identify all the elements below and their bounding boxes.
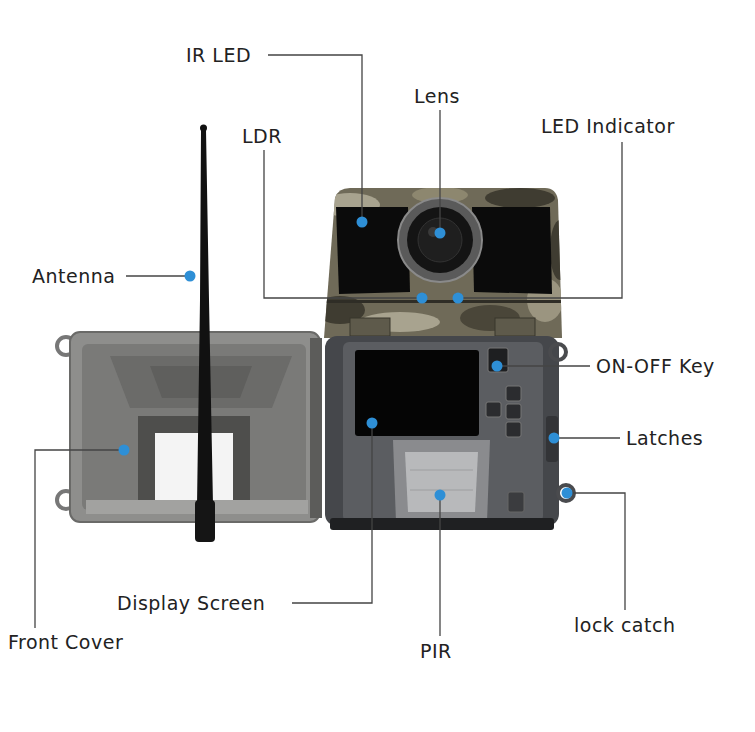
- part-label: LDR: [242, 125, 282, 148]
- leader-line: [35, 450, 124, 628]
- callout-dot: [357, 217, 368, 228]
- leader-line: [439, 495, 440, 636]
- cover-hinge: [310, 338, 322, 518]
- pir-window: [405, 452, 478, 512]
- callout-dot: [119, 445, 130, 456]
- cable-port: [508, 492, 524, 512]
- antenna-rod: [197, 130, 213, 505]
- front-cover: [57, 332, 322, 522]
- led-indicator: [453, 293, 463, 303]
- callout-dots: [119, 217, 573, 501]
- ldr-sensor: [417, 293, 427, 303]
- display-screen: [355, 350, 479, 436]
- window-glass: [155, 433, 233, 500]
- leader-line: [439, 110, 440, 233]
- camera-body: [325, 336, 574, 530]
- callout-dot: [492, 361, 503, 372]
- leader-lines: [35, 55, 625, 636]
- camo-housing: [315, 185, 570, 345]
- part-label: Antenna: [32, 265, 115, 288]
- leader-line: [458, 142, 622, 298]
- leader-line: [497, 365, 590, 366]
- antenna-collar: [195, 500, 215, 542]
- camo-blob: [550, 220, 570, 280]
- leader-line: [567, 493, 625, 610]
- leader-line: [292, 423, 372, 603]
- ir-led-panel: [472, 207, 552, 294]
- part-label: IR LED: [186, 44, 251, 67]
- hinge-seam: [324, 300, 564, 303]
- callout-dot: [549, 433, 560, 444]
- body-face: [343, 342, 543, 522]
- window-frame: [138, 416, 250, 500]
- body-base: [330, 518, 554, 530]
- camo-blob: [485, 188, 555, 208]
- callout-dot: [435, 490, 446, 501]
- callout-dot: [185, 271, 196, 282]
- lock-catch: [558, 485, 574, 501]
- cover-shell: [70, 332, 320, 522]
- button: [486, 402, 501, 417]
- leader-line: [554, 437, 620, 438]
- button: [506, 386, 521, 401]
- cover-inner: [82, 344, 306, 510]
- mount-ear: [550, 344, 566, 360]
- leader-line: [264, 150, 422, 298]
- part-label: ON-OFF Key: [596, 355, 715, 378]
- part-label: Latches: [626, 427, 703, 450]
- body-shell: [325, 336, 559, 526]
- on-off-key: [488, 348, 508, 372]
- part-label: Lens: [414, 85, 460, 108]
- part-label: lock catch: [574, 614, 675, 637]
- callout-dot: [435, 228, 446, 239]
- part-label: Display Screen: [117, 592, 265, 615]
- callout-dot: [453, 293, 464, 304]
- hinge-knuckle: [495, 318, 535, 336]
- callout-dot: [417, 293, 428, 304]
- pir-ridge: [410, 470, 473, 471]
- button: [506, 422, 521, 437]
- part-label: PIR: [420, 640, 452, 663]
- antenna-tip: [200, 125, 207, 132]
- part-label: LED Indicator: [541, 115, 675, 138]
- callout-dot: [367, 418, 378, 429]
- part-label: Front Cover: [8, 631, 123, 654]
- button: [506, 404, 521, 419]
- hinge-knuckle: [350, 318, 390, 336]
- camo-base: [320, 185, 565, 345]
- leader-line: [268, 55, 362, 222]
- leader-line: [126, 275, 190, 276]
- pir-frame: [393, 440, 490, 522]
- antenna: [195, 125, 215, 543]
- callout-dot: [562, 488, 573, 499]
